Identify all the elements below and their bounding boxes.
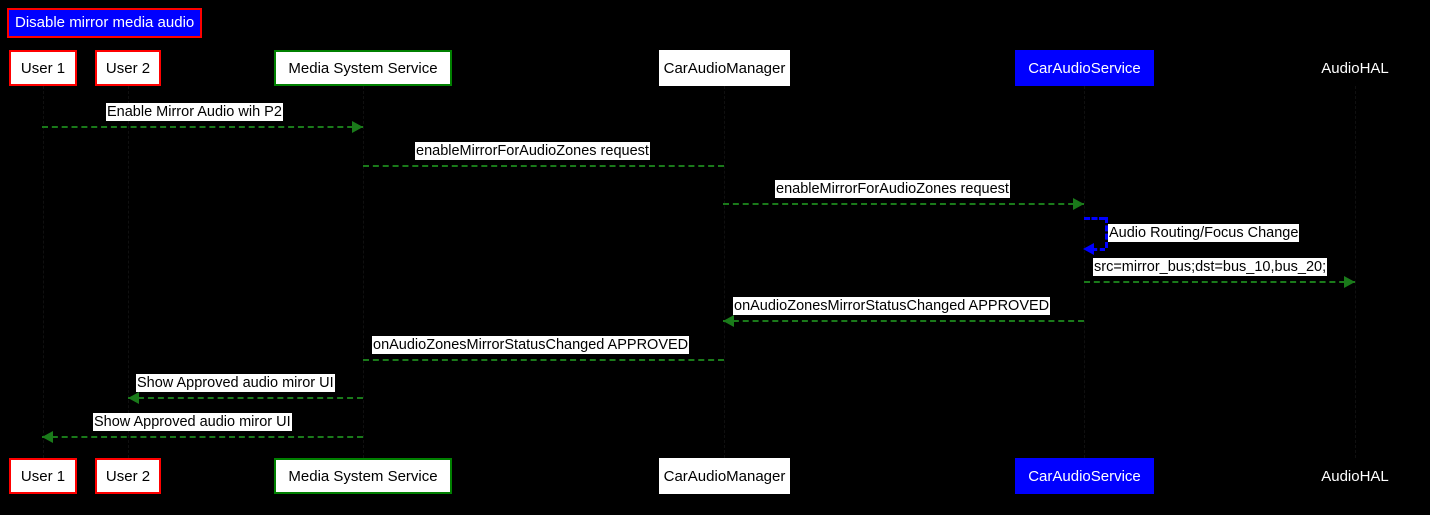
message-label-m1: Enable Mirror Audio wih P2 xyxy=(106,103,283,121)
participant-audio_hal-top[interactable]: AudioHAL xyxy=(1310,50,1400,86)
message-label-m6: onAudioZonesMirrorStatusChanged APPROVED xyxy=(733,297,1051,315)
participant-label: User 2 xyxy=(105,59,151,77)
participant-label: CarAudioService xyxy=(1028,467,1141,485)
participant-user1-bottom[interactable]: User 1 xyxy=(9,458,77,494)
diagram-title-banner: Disable mirror media audio xyxy=(7,8,203,38)
message-arrowhead-m3 xyxy=(1073,198,1084,210)
diagram-title-text: Disable mirror media audio xyxy=(15,14,195,31)
self-loop-side-m4 xyxy=(1105,217,1108,248)
message-label-m8: Show Approved audio miror UI xyxy=(136,374,335,392)
participant-user1-top[interactable]: User 1 xyxy=(9,50,77,86)
message-line-m5 xyxy=(1084,281,1355,283)
message-line-m6 xyxy=(723,320,1084,322)
message-arrowhead-m8 xyxy=(128,392,139,404)
message-line-m2 xyxy=(363,165,724,167)
self-loop-bottom-m4 xyxy=(1092,248,1105,251)
lifeline-car_audio_manager xyxy=(724,86,726,458)
participant-user2-bottom[interactable]: User 2 xyxy=(95,458,161,494)
participant-audio_hal-bottom[interactable]: AudioHAL xyxy=(1310,458,1400,494)
self-loop-arrowhead-m4 xyxy=(1083,243,1094,255)
lifeline-user2 xyxy=(128,86,130,458)
participant-label: User 2 xyxy=(105,467,151,485)
participant-label: Media System Service xyxy=(288,467,438,485)
message-arrowhead-m5 xyxy=(1344,276,1355,288)
message-label-m4: Audio Routing/Focus Change xyxy=(1108,224,1300,242)
participant-media_system-bottom[interactable]: Media System Service xyxy=(274,458,452,494)
participant-car_audio_manager-bottom[interactable]: CarAudioManager xyxy=(659,458,790,494)
message-arrowhead-m9 xyxy=(42,431,53,443)
lifeline-car_audio_service xyxy=(1084,86,1086,458)
participant-label: AudioHAL xyxy=(1321,59,1389,77)
message-arrowhead-m1 xyxy=(352,121,363,133)
message-line-m9 xyxy=(42,436,363,438)
lifeline-media_system xyxy=(363,86,365,458)
lifeline-user1 xyxy=(43,86,45,458)
participant-media_system-top[interactable]: Media System Service xyxy=(274,50,452,86)
participant-car_audio_manager-top[interactable]: CarAudioManager xyxy=(659,50,790,86)
message-label-m7: onAudioZonesMirrorStatusChanged APPROVED xyxy=(372,336,690,354)
participant-car_audio_service-top[interactable]: CarAudioService xyxy=(1015,50,1154,86)
participant-label: CarAudioService xyxy=(1028,59,1141,77)
participant-label: User 1 xyxy=(20,59,66,77)
message-line-m1 xyxy=(42,126,363,128)
participant-user2-top[interactable]: User 2 xyxy=(95,50,161,86)
message-line-m7 xyxy=(363,359,724,361)
message-line-m3 xyxy=(723,203,1084,205)
message-label-m9: Show Approved audio miror UI xyxy=(93,413,292,431)
participant-label: User 1 xyxy=(20,467,66,485)
message-label-m5: src=mirror_bus;dst=bus_10,bus_20; xyxy=(1093,258,1328,276)
message-arrowhead-m6 xyxy=(723,315,734,327)
message-label-m3: enableMirrorForAudioZones request xyxy=(775,180,1010,198)
participant-label: AudioHAL xyxy=(1321,467,1389,485)
self-loop-top-m4 xyxy=(1084,217,1105,220)
participant-car_audio_service-bottom[interactable]: CarAudioService xyxy=(1015,458,1154,494)
participant-label: CarAudioManager xyxy=(663,59,786,77)
message-label-m2: enableMirrorForAudioZones request xyxy=(415,142,650,160)
lifeline-audio_hal xyxy=(1355,86,1357,458)
participant-label: Media System Service xyxy=(288,59,438,77)
participant-label: CarAudioManager xyxy=(663,467,786,485)
message-line-m8 xyxy=(128,397,363,399)
